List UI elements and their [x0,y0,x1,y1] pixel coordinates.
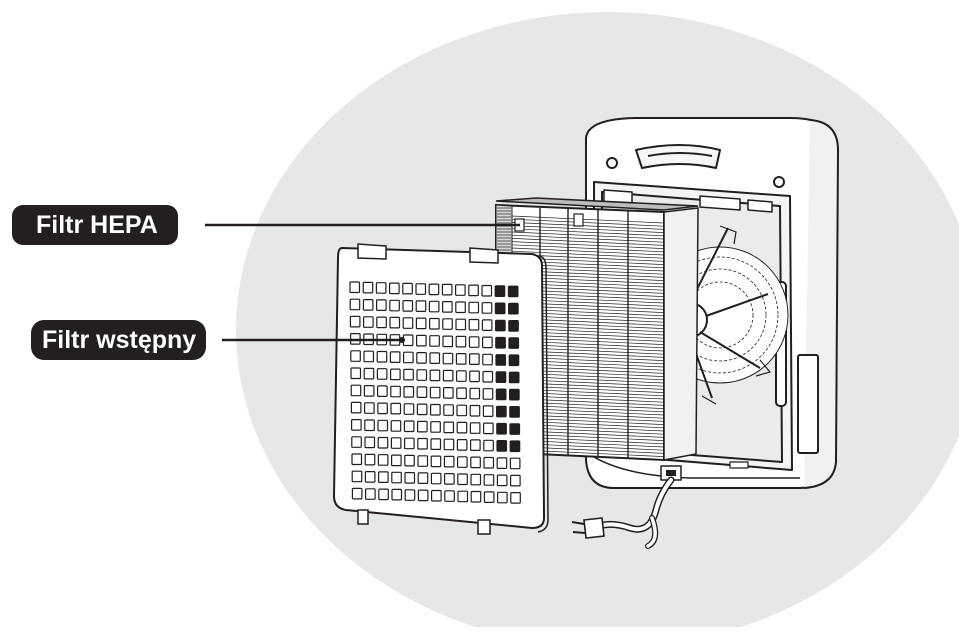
pre-filter [334,244,548,534]
prefilter-label: Filtr wstępny [31,320,206,360]
hepa-filter-label: Filtr HEPA [12,205,178,245]
prefilter-leader-dot [399,337,405,343]
